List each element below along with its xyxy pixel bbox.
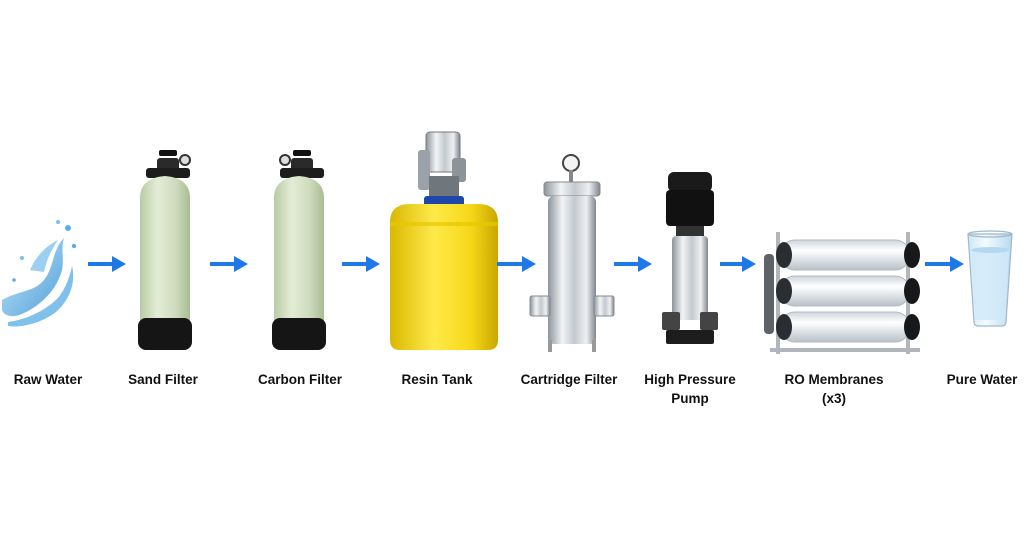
flow-arrow-icon	[88, 256, 126, 272]
cartridge-filter-housing-icon	[529, 154, 615, 352]
label-high-pressure-pump-line: Pump	[671, 391, 709, 406]
sand-filter-vessel-icon	[138, 150, 192, 350]
label-carbon-filter-line: Carbon Filter	[257, 372, 343, 387]
label-ro-membranes-line: RO Membranes	[784, 372, 884, 387]
label-resin-tank-line: Resin Tank	[401, 372, 473, 387]
label-sand-filter-line: Sand Filter	[128, 372, 198, 387]
flow-arrow-icon	[614, 256, 652, 272]
label-carbon-filter: Carbon Filter	[258, 370, 342, 389]
label-ro-membranes-line: (x3)	[821, 391, 846, 406]
water-splash-icon	[2, 220, 77, 327]
label-high-pressure-pump-line: High Pressure	[644, 372, 736, 387]
flow-arrow-icon	[342, 256, 380, 272]
flow-arrow-icon	[497, 256, 536, 272]
flow-arrow-icon	[210, 256, 248, 272]
label-pure-water: Pure Water	[947, 370, 1018, 389]
label-sand-filter: Sand Filter	[128, 370, 198, 389]
flow-arrows	[88, 256, 964, 272]
carbon-filter-vessel-icon	[272, 150, 326, 350]
high-pressure-pump-icon	[662, 172, 718, 344]
resin-tank-icon	[390, 131, 498, 350]
label-cartridge-filter: Cartridge Filter	[521, 370, 618, 389]
ro-membrane-rack-icon	[764, 232, 920, 354]
label-raw-water-line: Raw Water	[13, 372, 83, 387]
label-cartridge-filter-line: Cartridge Filter	[520, 372, 618, 387]
label-raw-water: Raw Water	[14, 370, 83, 389]
label-pure-water-line: Pure Water	[946, 372, 1018, 387]
label-resin-tank: Resin Tank	[401, 370, 472, 389]
label-ro-membranes: RO Membranes (x3)	[784, 370, 883, 408]
flow-arrow-icon	[720, 256, 756, 272]
flow-arrow-icon	[925, 256, 964, 272]
water-glass-icon	[967, 230, 1013, 327]
